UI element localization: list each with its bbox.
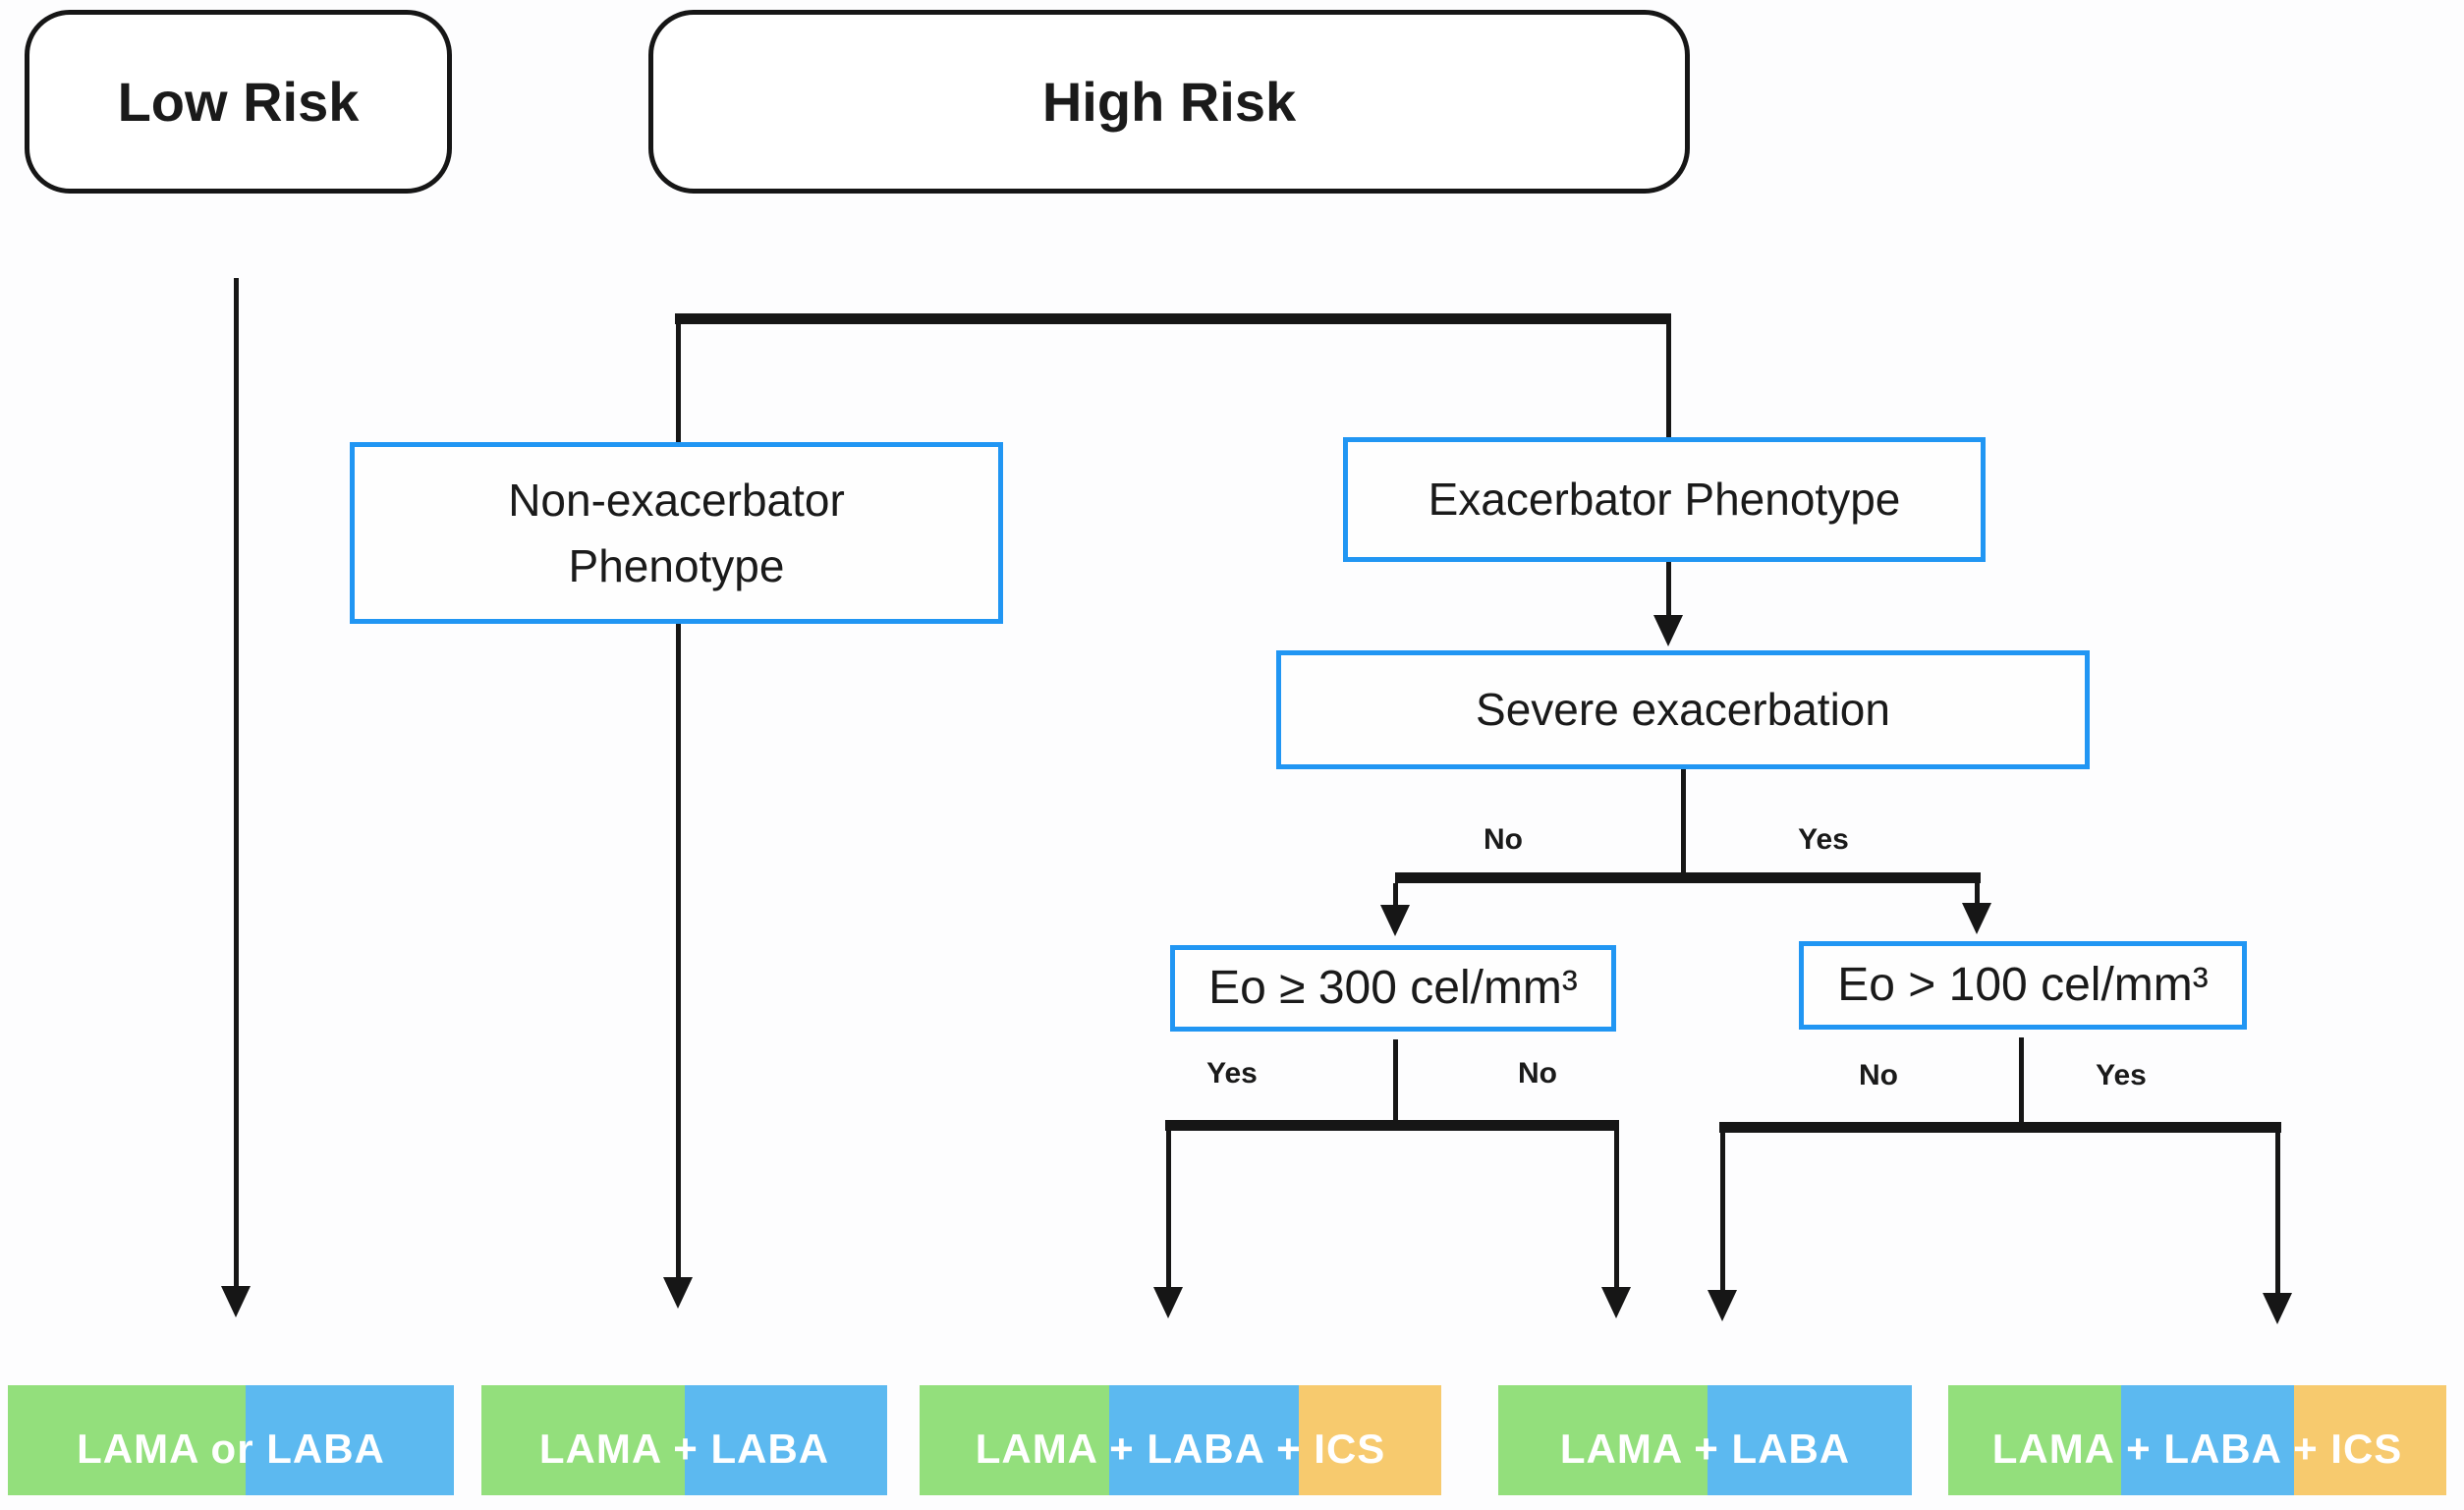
treatment-segment	[8, 1385, 246, 1495]
treatment-segment	[2121, 1385, 2294, 1495]
node-high-risk: High Risk	[648, 10, 1690, 194]
connector-line-eo300-yes	[1166, 1131, 1171, 1289]
arrowhead-icon	[663, 1277, 693, 1309]
node-non-exacerbator: Non-exacerbator Phenotype	[350, 442, 1003, 624]
branch-bar-eo100	[1719, 1122, 2281, 1133]
treatment-box-lama-or-laba: LAMA or LABA	[8, 1385, 454, 1495]
arrowhead-icon	[221, 1286, 251, 1317]
connector-line-eo100-no	[1720, 1133, 1725, 1292]
connector-line-severe-yes	[1975, 883, 1980, 905]
high-risk-label: High Risk	[1041, 71, 1297, 133]
arrowhead-icon	[1601, 1287, 1631, 1318]
treatment-segment	[2294, 1385, 2446, 1495]
branch-label-no: No	[1484, 823, 1523, 856]
node-severe-exacerbation: Severe exacerbation	[1276, 650, 2090, 769]
connector-line-eo100-down	[2019, 1037, 2024, 1122]
treatment-segment	[685, 1385, 887, 1495]
treatment-box-lama-laba-ics: LAMA + LABA + ICS	[920, 1385, 1441, 1495]
connector-line-non-exacerbator-down	[676, 624, 681, 1279]
low-risk-label: Low Risk	[117, 71, 360, 133]
treatment-label: LAMA + LABA + ICS	[1991, 1426, 2403, 1472]
treatment-segment	[481, 1385, 685, 1495]
connector-line-exacerbator-down	[1666, 562, 1671, 617]
node-exacerbator: Exacerbator Phenotype	[1343, 437, 1986, 562]
arrowhead-icon	[1153, 1287, 1183, 1318]
eo-100-label: Eo > 100 cel/mm³	[1837, 959, 2209, 1012]
branch-label-no: No	[1859, 1059, 1898, 1091]
connector-line-severe-down	[1681, 769, 1686, 872]
treatment-box-lama-laba: LAMA + LABA	[481, 1385, 887, 1495]
non-exacerbator-label-line2: Phenotype	[568, 539, 785, 591]
treatment-box-lama-laba-ics: LAMA + LABA + ICS	[1948, 1385, 2446, 1495]
branch-label-no: No	[1518, 1057, 1557, 1090]
branch-bar-eo300	[1165, 1120, 1619, 1131]
branch-bar-high-risk	[675, 313, 1671, 324]
connector-line-to-exacerbator	[1666, 317, 1671, 440]
connector-line-low-risk	[234, 278, 239, 1288]
node-low-risk: Low Risk	[25, 10, 452, 194]
exacerbator-label: Exacerbator Phenotype	[1428, 474, 1901, 526]
arrowhead-icon	[1653, 615, 1683, 646]
branch-label-yes: Yes	[2096, 1059, 2147, 1091]
treatment-segment	[1948, 1385, 2121, 1495]
connector-line-eo100-yes	[2275, 1133, 2280, 1295]
treatment-segment	[246, 1385, 454, 1495]
severe-exacerbation-label: Severe exacerbation	[1476, 684, 1890, 736]
branch-label-yes: Yes	[1798, 823, 1849, 856]
treatment-box-lama-laba: LAMA + LABA	[1498, 1385, 1912, 1495]
node-eo-300: Eo ≥ 300 cel/mm³	[1170, 945, 1616, 1032]
arrowhead-icon	[1962, 903, 1991, 934]
connector-line-to-non-exacerbator	[676, 317, 681, 445]
treatment-segment	[1708, 1385, 1912, 1495]
treatment-label: LAMA or LABA	[77, 1426, 385, 1472]
treatment-label: LAMA + LABA + ICS	[975, 1426, 1386, 1472]
node-eo-100: Eo > 100 cel/mm³	[1799, 941, 2247, 1030]
arrowhead-icon	[2263, 1293, 2292, 1324]
connector-line-eo300-down	[1393, 1039, 1398, 1120]
eo-300-label: Eo ≥ 300 cel/mm³	[1208, 962, 1578, 1015]
arrowhead-icon	[1708, 1290, 1737, 1321]
treatment-segment	[1498, 1385, 1708, 1495]
connector-line-severe-no	[1393, 883, 1398, 907]
treatment-label: LAMA + LABA	[1559, 1426, 1851, 1472]
treatment-label: LAMA + LABA	[538, 1426, 830, 1472]
branch-bar-severe	[1395, 872, 1981, 883]
treatment-segment	[1299, 1385, 1441, 1495]
connector-line-eo300-no	[1614, 1131, 1619, 1289]
treatment-segment	[1109, 1385, 1299, 1495]
branch-label-yes: Yes	[1206, 1057, 1258, 1090]
arrowhead-icon	[1380, 905, 1410, 936]
treatment-segment	[920, 1385, 1109, 1495]
non-exacerbator-label-line1: Non-exacerbator	[508, 474, 845, 526]
